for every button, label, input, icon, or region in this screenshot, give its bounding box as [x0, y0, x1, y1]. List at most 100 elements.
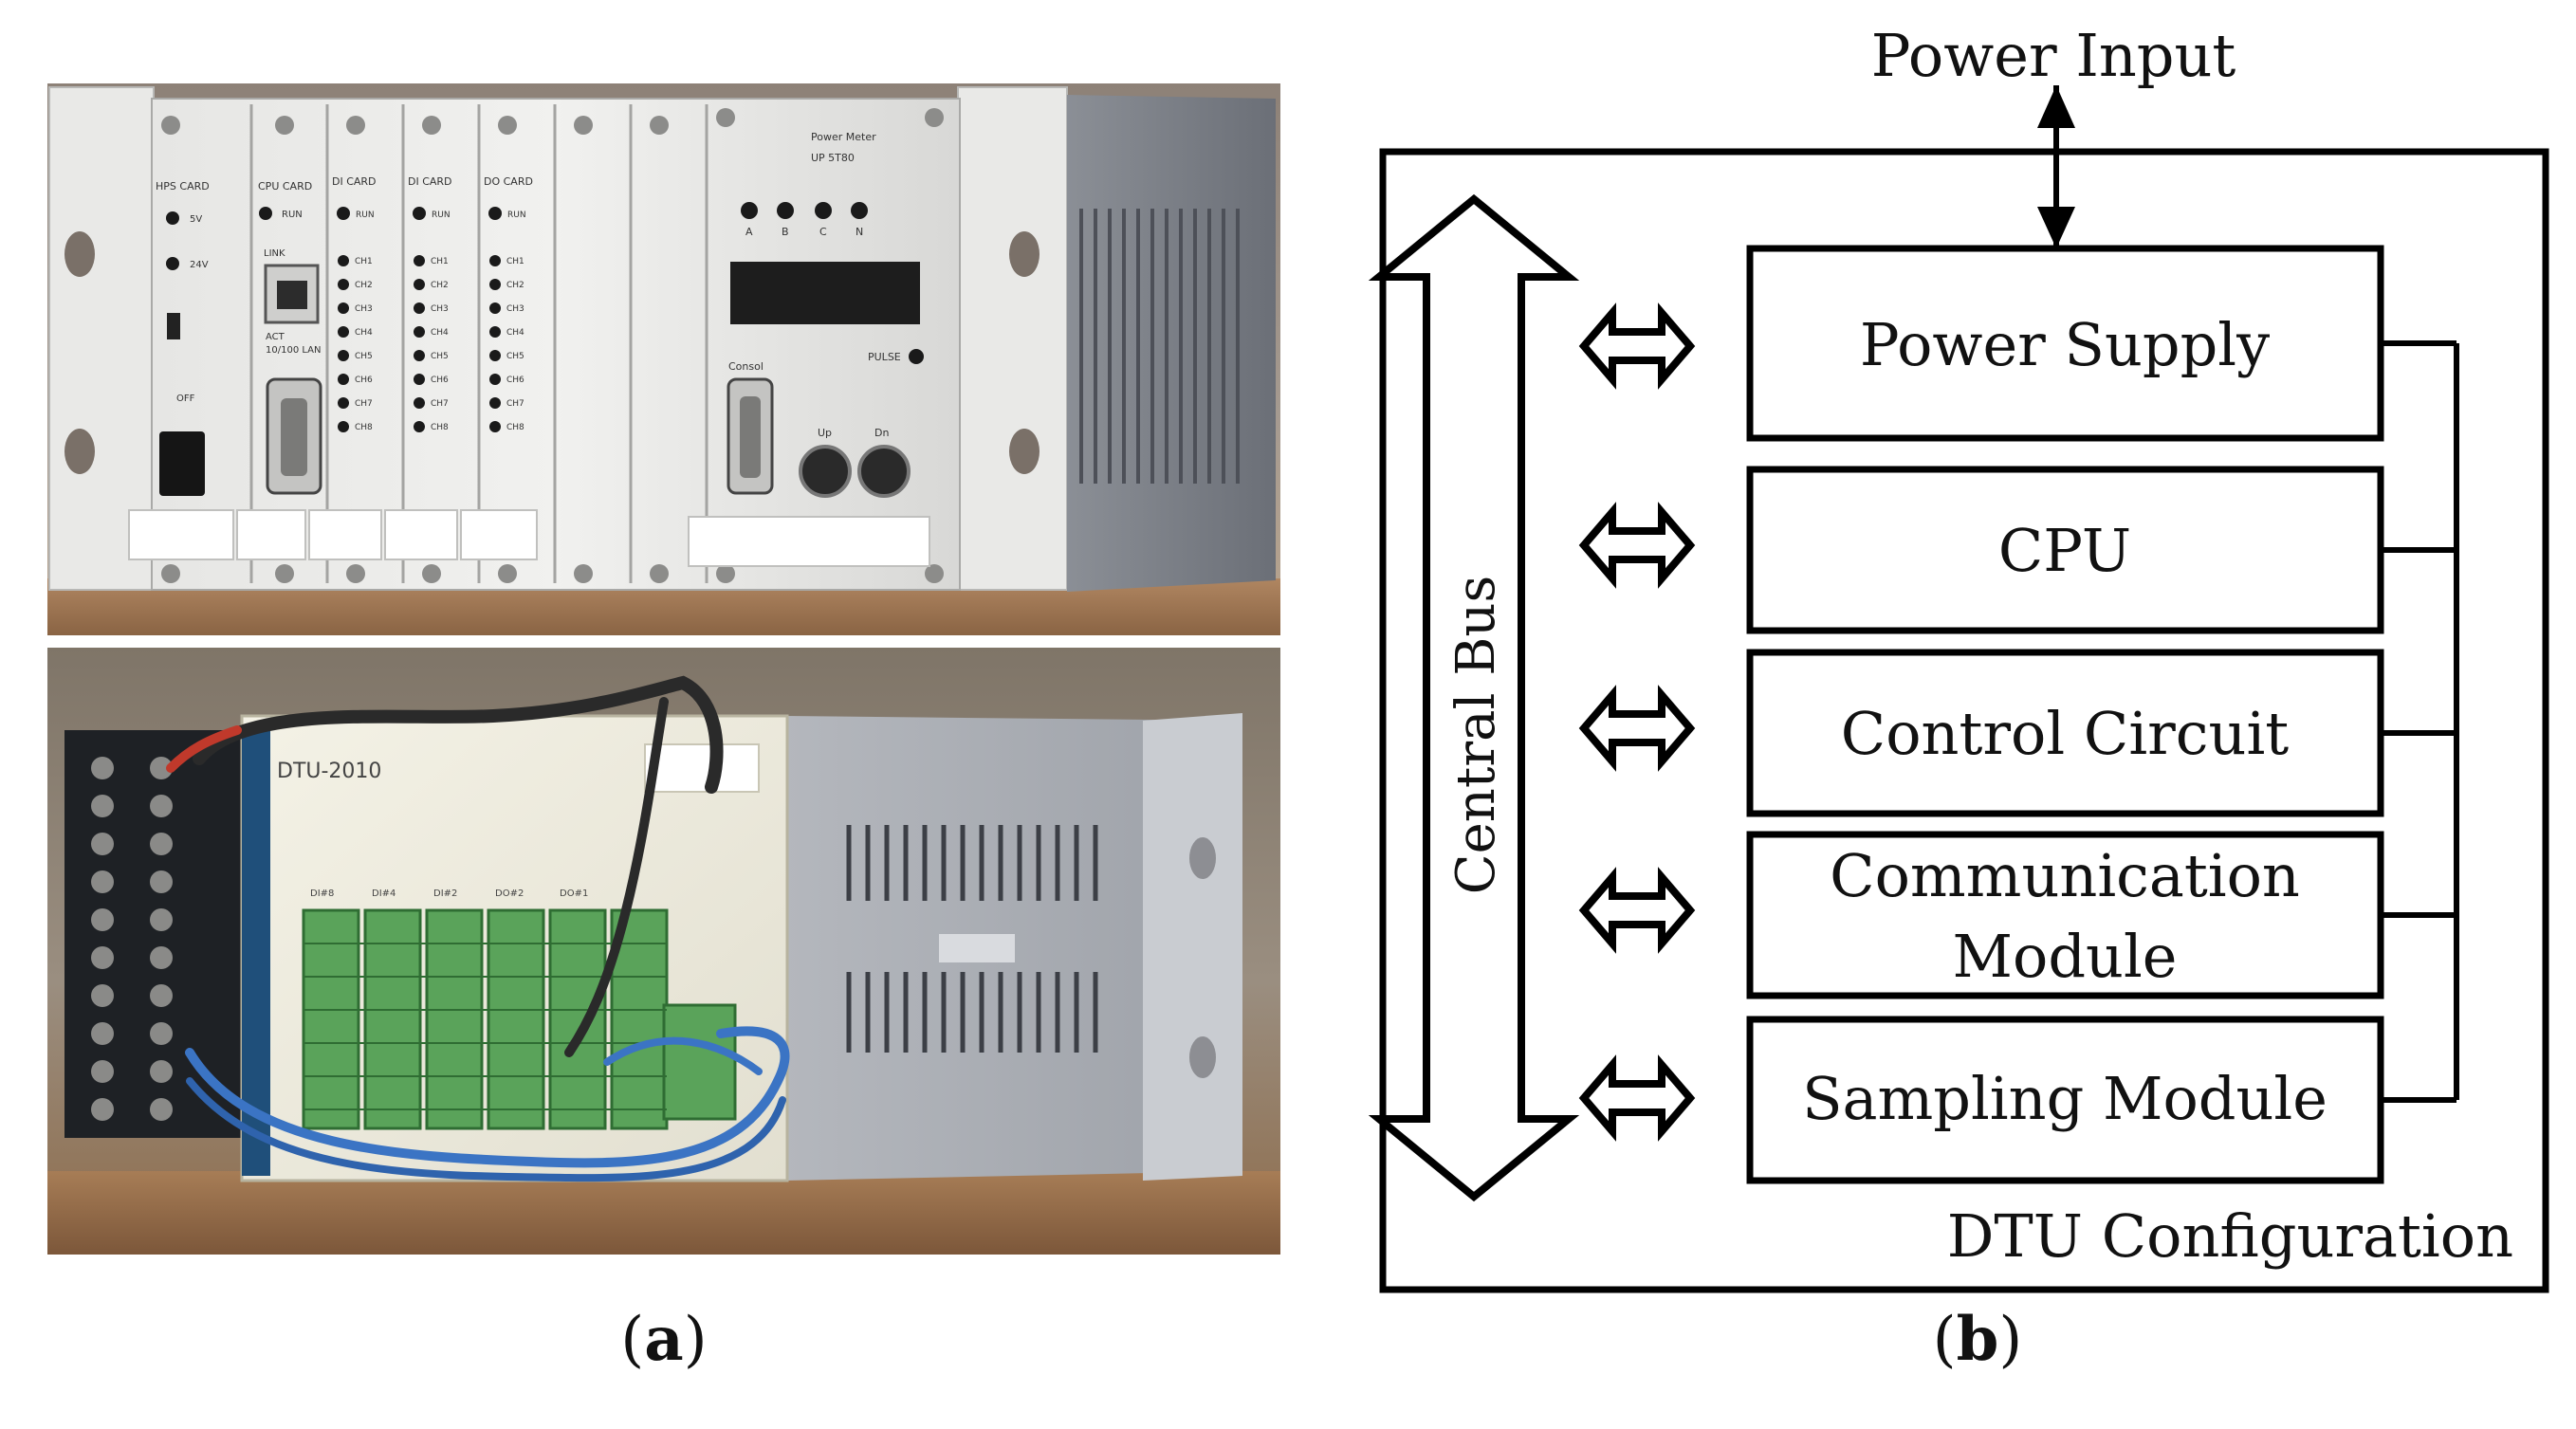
communication-module-box	[1746, 831, 2384, 999]
top-photo: HPS CARD CPU CARD DI CARD DI CARD DO CAR…	[47, 83, 1280, 635]
power-meter: Power Meter UP 5T80 A B C N PULSE Consol…	[727, 131, 924, 498]
module-label: Sampling Module	[1802, 1064, 2328, 1133]
channel-label: CH2	[431, 281, 449, 290]
channel-label: CH7	[431, 399, 449, 409]
caption-b: (b)	[1835, 1304, 2120, 1375]
led-label: RUN	[356, 211, 375, 220]
meter-model: UP 5T80	[811, 152, 855, 164]
card-label: DO CARD	[484, 175, 533, 188]
control-circuit-box	[1746, 649, 2384, 817]
channel-label: CH1	[431, 257, 449, 266]
channel-column-1: RUN CH1 CH2 CH3 CH4 CH5 CH6 CH7 CH8	[337, 207, 375, 432]
port-label: LINK	[264, 248, 285, 259]
module-label: Communication	[1830, 841, 2300, 910]
channel-label: CH7	[506, 399, 524, 409]
module-label: Module	[1953, 922, 2178, 991]
pulse-label: PULSE	[868, 351, 901, 363]
cpu-card-details: RUN LINK ACT 10/100 LAN	[259, 207, 322, 495]
channel-label: CH1	[355, 257, 373, 266]
module-label: CPU	[1998, 516, 2131, 585]
channel-label: CH5	[506, 352, 524, 361]
model-label: DTU-2010	[277, 760, 381, 783]
led-label: B	[782, 226, 789, 238]
bottom-vents	[846, 825, 1098, 1053]
channel-label: CH6	[431, 376, 449, 385]
caption-b-letter: b	[1956, 1304, 1999, 1375]
caption-b-open: (	[1932, 1305, 1957, 1375]
caption-a: (a)	[522, 1304, 806, 1375]
switch-label: OFF	[176, 394, 195, 404]
channel-label: CH2	[506, 281, 524, 290]
led-label: N	[856, 226, 863, 238]
channel-label: CH8	[506, 423, 524, 432]
power-distribution-lines	[2381, 340, 2459, 1103]
block-label: DI#4	[372, 889, 396, 899]
channel-label: CH1	[506, 257, 524, 266]
channel-label: CH2	[355, 281, 373, 290]
double-arrow-icon	[1578, 1054, 1696, 1142]
led-label: 5V	[190, 214, 202, 225]
channel-label: CH4	[506, 328, 524, 338]
dtu-configuration-label: DTU Configuration	[1947, 1201, 2513, 1271]
button-label: Up	[818, 427, 832, 439]
central-bus-arrow	[1368, 193, 1580, 1202]
led-label: 24V	[190, 260, 209, 270]
led-label: RUN	[432, 211, 451, 220]
channel-label: CH4	[431, 328, 449, 338]
dtu-configuration-box	[1379, 148, 2549, 1293]
channel-label: CH3	[431, 304, 449, 314]
channel-column-2: RUN CH1 CH2 CH3 CH4 CH5 CH6 CH7 CH8	[413, 207, 451, 432]
card-label: DI CARD	[332, 175, 377, 188]
led-label: C	[819, 226, 827, 238]
channel-label: CH4	[355, 328, 373, 338]
caption-a-letter: a	[644, 1304, 684, 1375]
bottom-photo: DTU-2010 DI#8 DI#4 DI#2	[47, 648, 1280, 1255]
power-input-label: Power Input	[1871, 21, 2236, 90]
card-label: DI CARD	[408, 175, 452, 188]
hps-card-details: 5V 24V OFF	[159, 211, 209, 496]
channel-label: CH6	[506, 376, 524, 385]
power-supply-box	[1746, 245, 2384, 442]
port-label: ACT	[266, 332, 285, 342]
sampling-module-box	[1746, 1016, 2384, 1184]
led-label: RUN	[282, 210, 303, 220]
cpu-box	[1746, 466, 2384, 634]
power-input-arrow	[2037, 85, 2075, 248]
channel-label: CH5	[355, 352, 373, 361]
double-arrow-icon	[1578, 867, 1696, 954]
block-label: DI#2	[433, 889, 457, 899]
side-vents	[1079, 209, 1240, 484]
channel-label: CH5	[431, 352, 449, 361]
block-label: DO#1	[560, 889, 588, 899]
channel-label: CH7	[355, 399, 373, 409]
card-label: CPU CARD	[258, 180, 312, 192]
channel-column-3: RUN CH1 CH2 CH3 CH4 CH5 CH6 CH7 CH8	[488, 207, 526, 432]
caption-b-close: )	[1998, 1305, 2023, 1375]
caption-a-open: (	[620, 1305, 645, 1375]
bus-connectors	[1578, 302, 1696, 1142]
double-arrow-icon	[1578, 502, 1696, 589]
channel-label: CH8	[355, 423, 373, 432]
port-label: 10/100 LAN	[266, 345, 321, 356]
channel-label: CH3	[355, 304, 373, 314]
console-label: Consol	[728, 360, 764, 373]
led-label: RUN	[507, 211, 526, 220]
central-bus-label: Central Bus	[1445, 576, 1507, 894]
meter-display	[730, 262, 920, 324]
module-boxes	[1746, 245, 2384, 1184]
di-do-channels: RUN CH1 CH2 CH3 CH4 CH5 CH6 CH7 CH8 RUN …	[337, 207, 526, 432]
cables	[166, 675, 790, 1182]
button-label: Dn	[874, 427, 889, 439]
card-label: HPS CARD	[156, 180, 210, 192]
channel-label: CH6	[355, 376, 373, 385]
led-label: A	[745, 226, 753, 238]
terminal-blocks	[302, 908, 737, 1130]
meter-title: Power Meter	[811, 131, 876, 143]
module-label: Power Supply	[1860, 310, 2270, 379]
block-label: DO#2	[495, 889, 524, 899]
double-arrow-icon	[1578, 685, 1696, 772]
caption-a-close: )	[683, 1305, 708, 1375]
